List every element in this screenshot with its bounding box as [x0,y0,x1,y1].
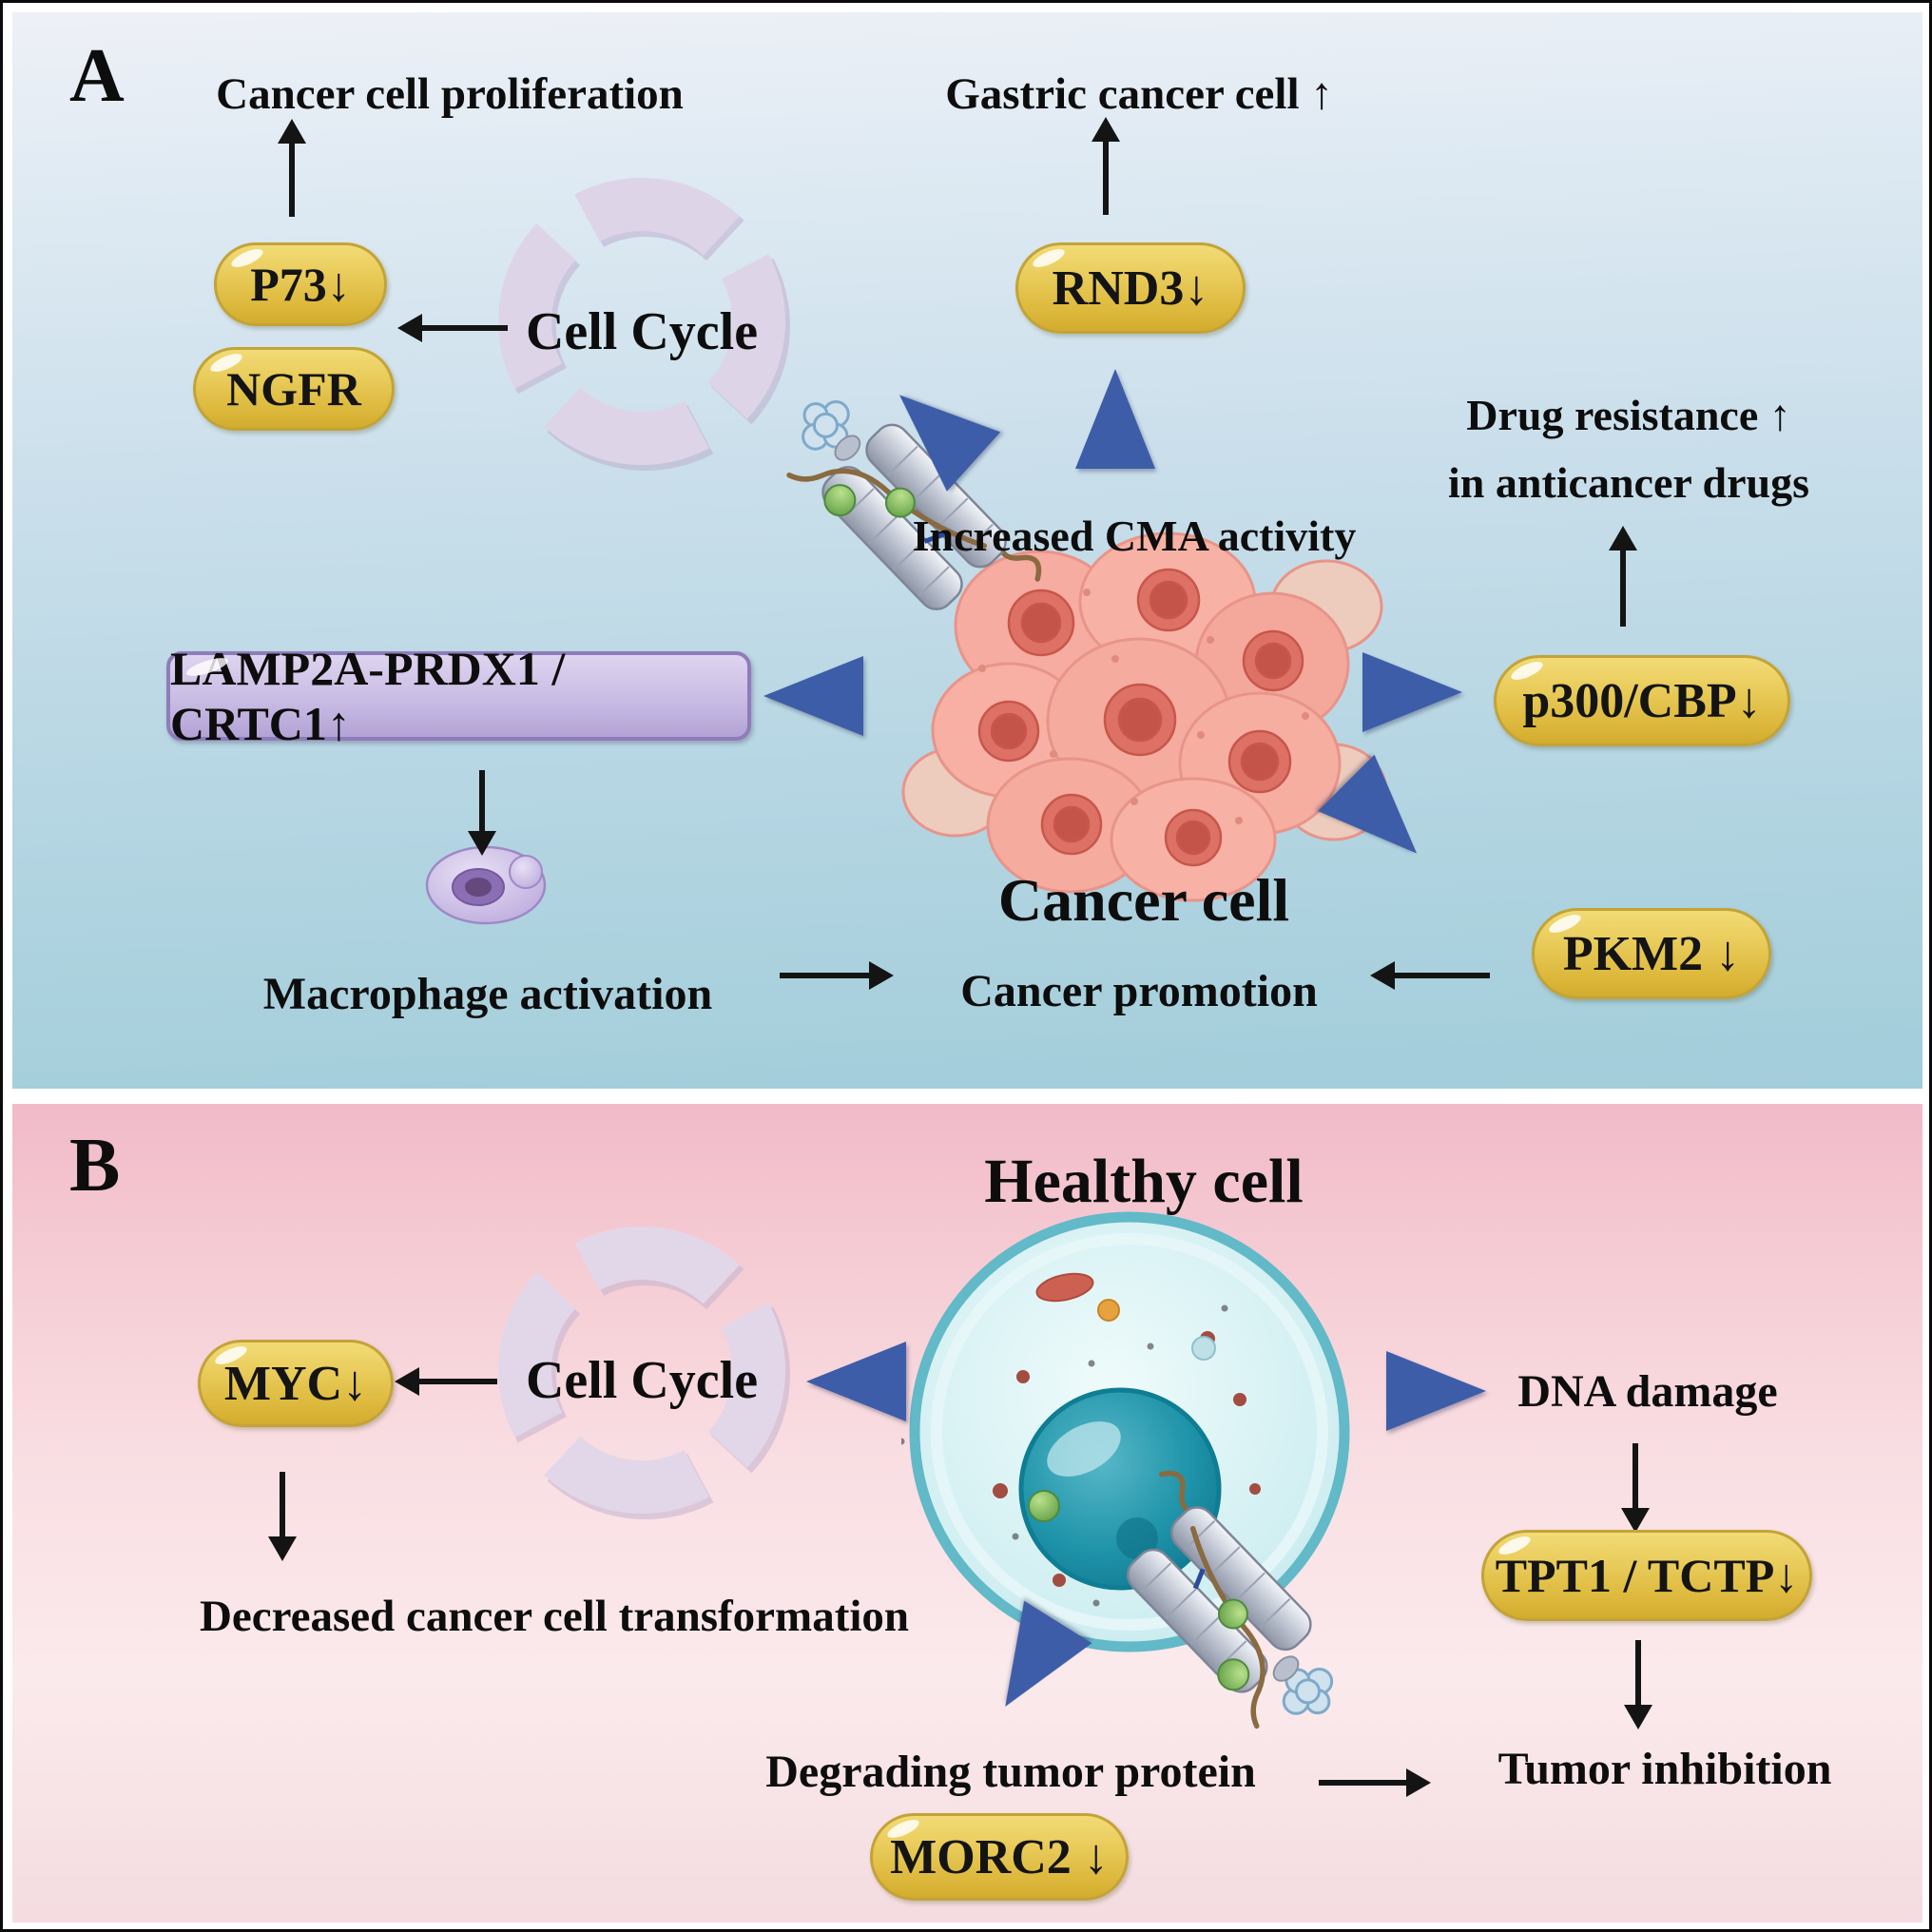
right-arrow-icon [1317,1764,1431,1802]
drug-resistance-label: Drug resistance ↑ in anticancer drugs [1324,381,1922,517]
lamp2a-prdx1-crtc1-box: LAMP2A-PRDX1 / CRTC1↑ [166,642,751,750]
up-arrow-icon [1602,526,1644,628]
wedge-arrow-icon [1075,369,1155,469]
p73-pill: P73↓ [214,242,387,326]
wedge-arrow-icon [1386,1351,1486,1431]
drug-resistance-line2: in anticancer drugs [1448,458,1809,508]
down-arrow-icon [1617,1638,1659,1729]
myc-pill: MYC↓ [198,1340,394,1427]
wedge-arrow-icon [806,1342,906,1421]
increased-cma-activity-label: Increased CMA activity [912,512,1357,560]
cancer-cell-proliferation-label: Cancer cell proliferation [216,69,684,119]
down-arrow-icon [261,1470,303,1561]
up-arrow-icon [271,119,313,219]
healthy-cell-title: Healthy cell [984,1147,1304,1216]
panel-a-cancer-cell: A Cancer cell proliferation Cell Cycle P… [12,12,1922,1089]
pkm2-pill: PKM2 ↓ [1532,908,1771,999]
p300-cbp-pill: p300/CBP↓ [1494,655,1790,746]
up-arrow-icon [1085,117,1127,217]
panel-b-healthy-cell: B Healthy cell Cell Cycle MYC↓ Decreased… [12,1104,1922,1922]
left-arrow-icon [395,1362,499,1401]
ngfr-pill: NGFR [193,347,395,431]
cancer-cell-title: Cancer cell [997,866,1290,934]
wedge-arrow-icon [763,656,863,736]
drug-resistance-line1: Drug resistance ↑ [1466,391,1791,439]
rnd3-pill: RND3↓ [1015,242,1246,334]
morc2-pill: MORC2 ↓ [870,1813,1129,1901]
cell-cycle-ring-icon: Cell Cycle [475,155,808,488]
down-arrow-icon [1614,1441,1656,1533]
tpt1-tctp-pill: TPT1 / TCTP↓ [1481,1530,1812,1621]
wedge-arrow-icon [1362,652,1462,732]
healthy-cell-icon [901,1211,1350,1652]
left-arrow-icon [1370,956,1492,995]
tumor-inhibition-label: Tumor inhibition [1497,1744,1832,1794]
cell-cycle-ring-icon: Cell Cycle [475,1204,808,1536]
panel-b-label: B [69,1124,121,1208]
cma-lysosome-complex-icon [1058,1451,1381,1755]
gastric-cancer-cell-label: Gastric cancer cell ↑ [945,69,1333,119]
right-arrow-icon [778,956,894,995]
decreased-transformation-label: Decreased cancer cell transformation [199,1592,910,1641]
cell-cycle-label: Cell Cycle [525,1351,759,1410]
macrophage-icon [425,845,547,925]
down-arrow-icon [461,768,503,856]
cancer-cell-cluster-icon [901,531,1388,902]
degrading-tumor-protein-label: Degrading tumor protein [765,1747,1256,1797]
macrophage-activation-label: Macrophage activation [262,969,713,1019]
cell-cycle-label: Cell Cycle [525,302,759,361]
dna-damage-label: DNA damage [1517,1366,1778,1417]
panel-a-label: A [69,34,125,118]
left-arrow-icon [397,309,510,347]
cancer-promotion-label: Cancer promotion [960,966,1318,1016]
